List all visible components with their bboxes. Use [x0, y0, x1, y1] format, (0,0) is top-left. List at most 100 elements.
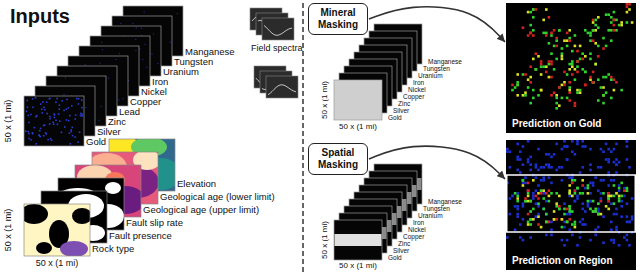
map-pixel	[529, 200, 532, 203]
map-pixel	[542, 192, 545, 195]
map-pixel	[615, 192, 618, 195]
map-pixel	[524, 200, 527, 203]
map-pixel	[540, 73, 543, 76]
map-pixel	[532, 16, 535, 19]
data-dot	[68, 107, 70, 109]
map-pixel	[574, 192, 577, 195]
map-pixel	[618, 184, 621, 187]
map-pixel	[545, 34, 548, 37]
data-dot	[151, 54, 152, 55]
map-pixel	[602, 179, 605, 182]
map-pixel	[597, 210, 600, 213]
map-pixel	[620, 182, 623, 185]
map-pixel	[605, 143, 608, 146]
map-pixel	[563, 71, 566, 74]
map-pixel	[568, 86, 571, 89]
map-pixel	[506, 236, 509, 239]
layer-label: Copper	[130, 97, 161, 108]
map-pixel	[550, 166, 553, 169]
map-pixel	[626, 221, 629, 224]
map-pixel	[566, 145, 569, 148]
data-dot	[30, 139, 32, 141]
map-pixel	[563, 226, 566, 229]
map-pixel	[553, 153, 556, 156]
data-dot	[49, 98, 51, 100]
map-pixel	[529, 200, 532, 203]
data-dot	[141, 28, 142, 29]
map-pixel	[509, 197, 512, 200]
map-pixel	[600, 200, 603, 203]
data-dot	[39, 135, 41, 137]
data-dot	[72, 135, 74, 137]
map-pixel	[571, 73, 574, 76]
map-pixel	[540, 192, 543, 195]
map-pixel	[514, 192, 517, 195]
map-pixel	[563, 213, 566, 216]
map-pixel	[568, 189, 571, 192]
map-pixel	[516, 205, 519, 208]
map-pixel	[548, 76, 551, 79]
layer-label: Iron	[413, 79, 424, 86]
map-pixel	[571, 195, 574, 198]
map-pixel	[561, 179, 564, 182]
data-dot	[26, 100, 28, 102]
map-pixel	[532, 197, 535, 200]
map-pixel	[607, 158, 610, 161]
map-pixel	[581, 166, 584, 169]
data-dot	[41, 112, 43, 114]
data-dot	[49, 118, 51, 120]
map-pixel	[535, 215, 538, 218]
map-pixel	[610, 16, 613, 19]
map-pixel	[610, 150, 613, 153]
map-pixel	[610, 195, 613, 198]
map-pixel	[566, 221, 569, 224]
map-pixel	[581, 58, 584, 61]
layer-label: Nickel	[141, 87, 167, 98]
map-pixel	[605, 76, 608, 79]
map-pixel	[597, 45, 600, 48]
layer-label: Fault presence	[109, 231, 172, 242]
map-pixel	[568, 39, 571, 42]
data-dot	[81, 115, 83, 117]
map-pixel	[571, 182, 574, 185]
map-pixel	[594, 210, 597, 213]
data-dot	[65, 108, 67, 110]
map-pixel	[522, 94, 525, 97]
map-pixel	[516, 213, 519, 216]
data-dot	[58, 113, 60, 115]
data-dot	[71, 127, 73, 129]
map-pixel	[561, 58, 564, 61]
layer-label: Silver	[393, 107, 409, 114]
data-dot	[41, 108, 43, 110]
map-pixel	[568, 195, 571, 198]
map-pixel	[537, 169, 540, 172]
map-pixel	[607, 192, 610, 195]
map-pixel	[522, 182, 525, 185]
map-pixel	[516, 208, 519, 211]
map-pixel	[548, 176, 551, 179]
map-pixel	[532, 195, 535, 198]
data-dot	[115, 59, 116, 60]
data-dot	[102, 49, 103, 50]
data-dot	[49, 123, 51, 125]
dimension-label: 50 x (1 mi)	[321, 221, 330, 259]
map-pixel	[561, 166, 564, 169]
map-pixel	[566, 97, 569, 100]
data-dot	[55, 101, 57, 103]
data-dot	[32, 106, 34, 108]
map-pixel	[537, 192, 540, 195]
map-pixel	[581, 202, 584, 205]
map-pixel	[618, 189, 621, 192]
map-pixel	[561, 239, 564, 242]
map-pixel	[542, 208, 545, 211]
map-pixel	[594, 63, 597, 66]
layer-label: Zinc	[398, 240, 410, 247]
map-pixel	[537, 55, 540, 58]
map-pixel	[576, 187, 579, 190]
map-pixel	[613, 24, 616, 27]
data-dot	[85, 107, 86, 108]
data-dot	[57, 124, 59, 126]
data-dot	[81, 99, 83, 101]
map-pixel	[558, 104, 561, 107]
map-pixel	[631, 197, 634, 200]
